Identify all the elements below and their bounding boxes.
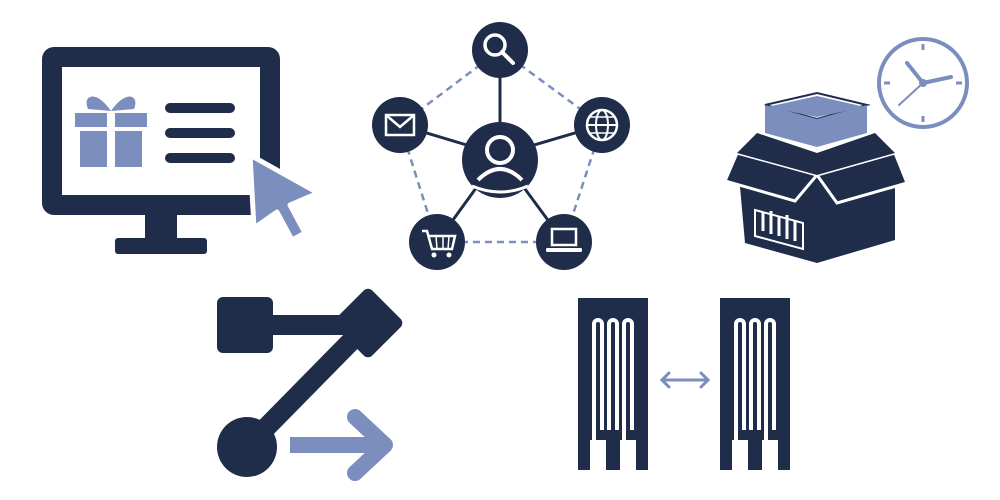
shopping-cart-icon <box>409 214 465 270</box>
shipping-box-clock-icon <box>725 37 969 263</box>
box-icon <box>725 91 910 263</box>
mail-icon <box>372 97 428 153</box>
double-arrow-icon <box>659 371 711 389</box>
cursor-arrow-icon <box>247 152 321 243</box>
server-rack-left <box>578 298 648 470</box>
laptop-icon <box>536 214 592 270</box>
search-icon <box>472 22 528 78</box>
gift-icon <box>75 96 147 167</box>
omnichannel-network-icon <box>372 22 630 270</box>
globe-icon <box>574 97 630 153</box>
clock-icon <box>877 37 969 129</box>
workflow-path-icon <box>217 288 403 481</box>
user-icon <box>462 122 538 198</box>
ecommerce-monitor-icon <box>42 47 321 254</box>
arrow-right-icon <box>290 409 393 481</box>
server-sync-icon <box>578 298 790 470</box>
server-rack-right <box>720 298 790 470</box>
